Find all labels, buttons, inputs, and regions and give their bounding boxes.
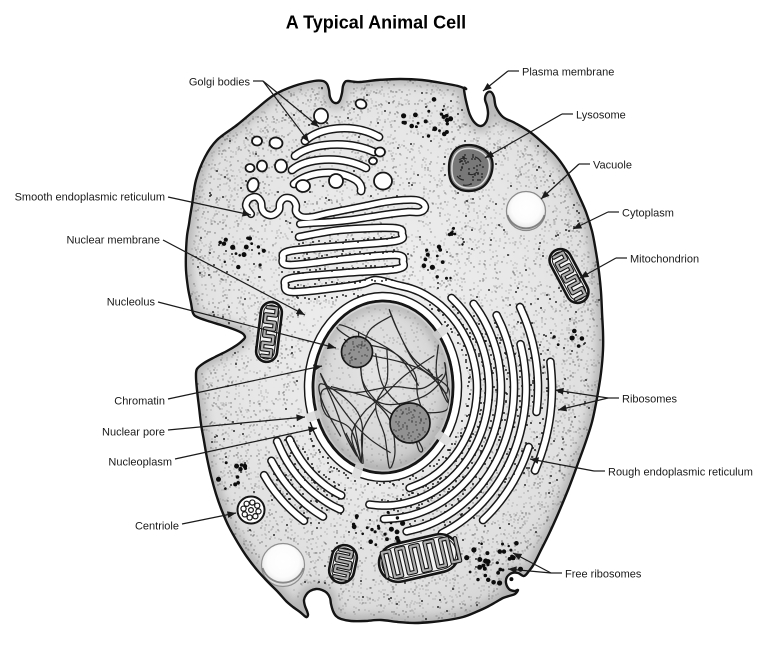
svg-text:Chromatin: Chromatin: [114, 395, 165, 407]
svg-text:Cytoplasm: Cytoplasm: [622, 207, 674, 219]
svg-text:Smooth endoplasmic reticulum: Smooth endoplasmic reticulum: [15, 191, 165, 203]
svg-text:Golgi bodies: Golgi bodies: [189, 76, 251, 88]
svg-text:Plasma membrane: Plasma membrane: [522, 66, 614, 78]
svg-text:Nuclear pore: Nuclear pore: [102, 426, 165, 438]
svg-text:Centriole: Centriole: [135, 520, 179, 532]
svg-text:Rough endoplasmic reticulum: Rough endoplasmic reticulum: [608, 466, 753, 478]
svg-text:Nuclear membrane: Nuclear membrane: [66, 234, 160, 246]
svg-text:Mitochondrion: Mitochondrion: [630, 253, 699, 265]
svg-text:Ribosomes: Ribosomes: [622, 393, 678, 405]
svg-text:Vacuole: Vacuole: [593, 159, 632, 171]
svg-text:Nucleolus: Nucleolus: [107, 296, 156, 308]
svg-text:Lysosome: Lysosome: [576, 109, 626, 121]
svg-text:Free ribosomes: Free ribosomes: [565, 568, 642, 580]
svg-text:Nucleoplasm: Nucleoplasm: [108, 456, 172, 468]
svg-text:A Typical Animal Cell: A Typical Animal Cell: [286, 13, 466, 33]
